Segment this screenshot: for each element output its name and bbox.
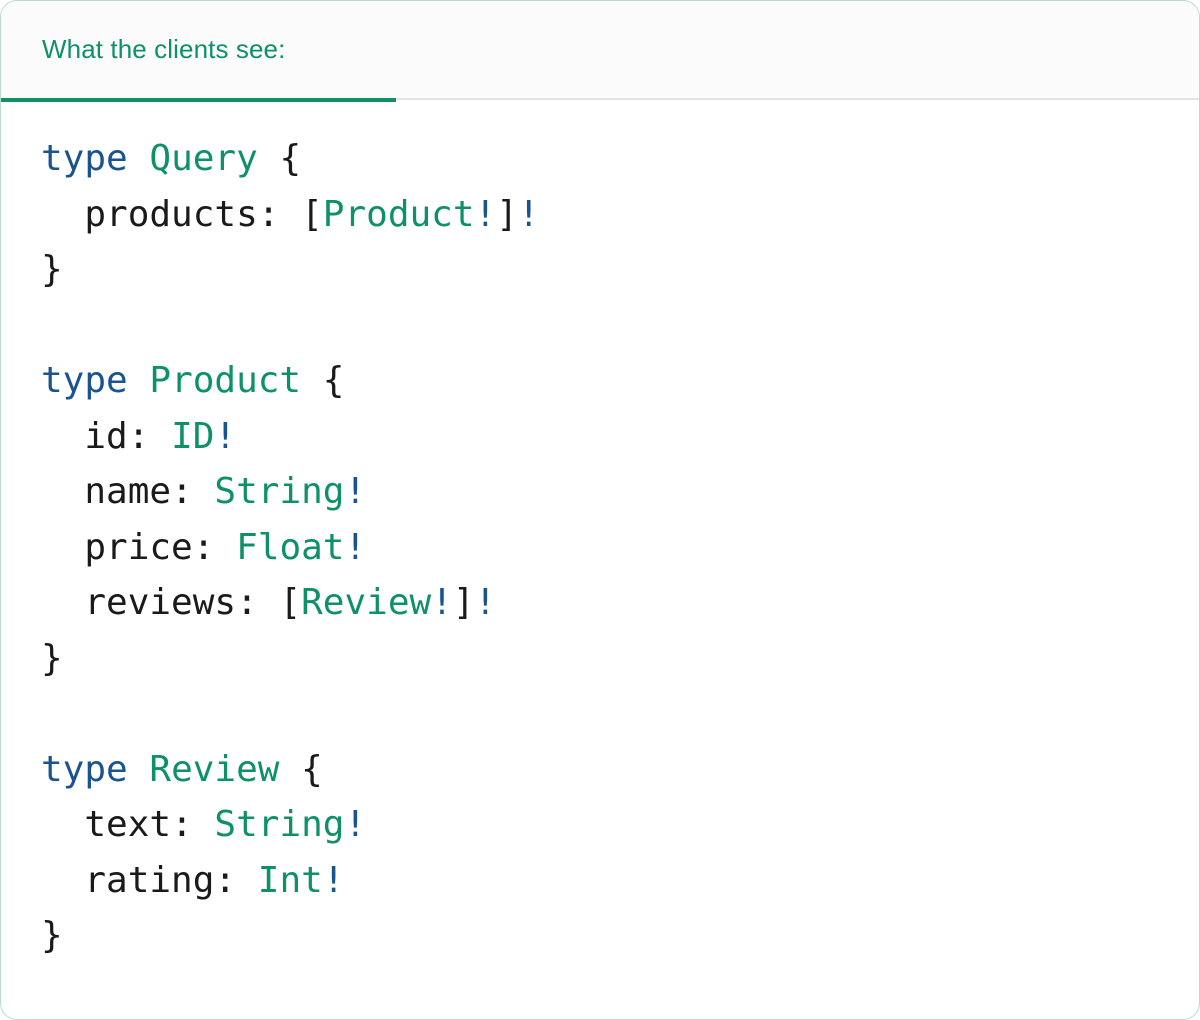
code-line: }: [41, 249, 63, 290]
code-line: }: [41, 638, 63, 679]
code-token-type: Product: [149, 360, 302, 401]
tab-what-the-clients-see[interactable]: What the clients see:: [1, 1, 396, 98]
code-token-punct: :: [236, 582, 280, 623]
code-token-plain: [41, 804, 84, 845]
code-token-kw: type: [41, 748, 128, 790]
code-token-type: ID: [171, 415, 215, 457]
code-content: type Query { products: [Product!]! } typ…: [41, 138, 540, 956]
code-token-bang: !: [474, 582, 497, 623]
code-line: products: [Product!]!: [41, 193, 540, 235]
code-token-type: Int: [257, 859, 323, 901]
code-token-plain: [128, 138, 150, 179]
code-token-plain: [41, 416, 84, 457]
code-token-bang: !: [474, 193, 497, 235]
code-line: rating: Int!: [41, 860, 344, 901]
code-line: name: String!: [41, 471, 366, 512]
code-token-punct: {: [301, 748, 323, 790]
code-token-punct: }: [41, 637, 63, 679]
code-token-punct: :: [192, 526, 237, 568]
code-line: }: [41, 915, 63, 956]
code-line: id: ID!: [41, 416, 236, 457]
code-token-bang: !: [344, 804, 367, 845]
tab-bar: What the clients see:: [1, 1, 1199, 102]
code-token-kw: type: [41, 360, 128, 401]
code-token-plain: [301, 360, 323, 401]
code-token-field: rating: [84, 859, 215, 901]
code-token-plain: [41, 527, 84, 568]
code-token-plain: [128, 749, 150, 790]
code-token-bang: !: [344, 526, 367, 568]
code-token-kw: type: [41, 138, 128, 179]
graphql-schema-code: type Query { products: [Product!]! } typ…: [41, 131, 1199, 964]
code-token-punct: }: [41, 249, 63, 290]
code-token-type: Review: [301, 582, 432, 623]
code-token-punct: {: [322, 360, 345, 401]
code-token-type: Review: [149, 748, 280, 790]
code-line: text: String!: [41, 804, 366, 845]
code-token-punct: :: [214, 859, 258, 901]
code-token-punct: [: [301, 193, 323, 235]
code-token-type: String: [214, 804, 345, 845]
code-token-bang: !: [517, 193, 540, 235]
code-line: type Review {: [41, 749, 323, 790]
code-token-type: Float: [236, 526, 345, 568]
code-token-plain: [41, 471, 84, 512]
code-pane[interactable]: type Query { products: [Product!]! } typ…: [1, 100, 1199, 990]
code-token-bang: !: [322, 859, 345, 901]
code-token-plain: [41, 194, 84, 235]
code-token-punct: }: [41, 915, 63, 956]
code-token-plain: [128, 360, 150, 401]
code-token-plain: [41, 860, 84, 901]
code-token-punct: :: [171, 471, 215, 512]
code-line: price: Float!: [41, 527, 366, 568]
code-line: type Product {: [41, 360, 344, 401]
code-token-punct: ]: [496, 193, 518, 235]
code-token-plain: [41, 582, 84, 623]
code-token-type: String: [214, 471, 345, 512]
code-token-type: Query: [149, 138, 258, 179]
code-token-plain: [258, 138, 280, 179]
code-token-punct: ]: [452, 582, 475, 623]
code-line: type Query {: [41, 138, 301, 179]
code-token-field: name: [84, 471, 172, 512]
code-token-field: products: [84, 193, 258, 235]
code-token-bang: !: [344, 471, 367, 512]
code-token-punct: :: [171, 804, 215, 845]
code-token-bang: !: [431, 582, 453, 623]
tab-label: What the clients see:: [42, 34, 286, 64]
code-token-field: id: [84, 415, 128, 457]
code-token-type: Product: [322, 193, 475, 235]
code-token-field: price: [84, 526, 193, 568]
code-token-field: text: [84, 804, 172, 845]
code-token-bang: !: [214, 415, 237, 457]
active-tab-indicator: [1, 98, 396, 102]
code-token-field: reviews: [84, 582, 237, 623]
code-token-punct: :: [127, 415, 172, 457]
code-token-plain: [279, 749, 301, 790]
code-token-punct: {: [279, 138, 302, 179]
code-token-punct: :: [257, 193, 302, 235]
code-line: reviews: [Review!]!: [41, 582, 496, 623]
code-token-punct: [: [279, 582, 302, 623]
